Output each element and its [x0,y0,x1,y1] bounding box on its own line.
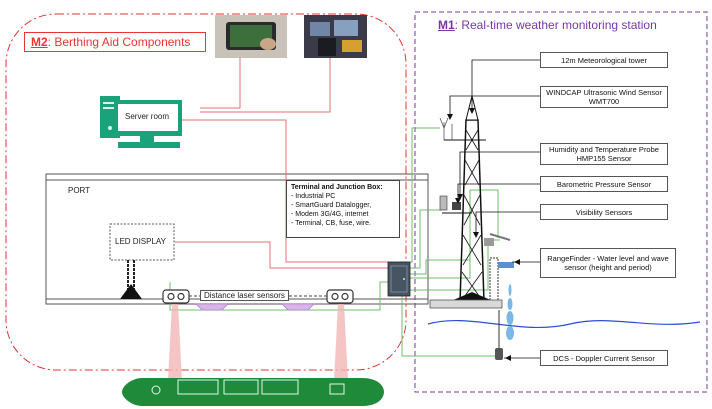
led-display-label: LED DISPLAY [115,237,166,246]
red-wires [175,58,390,300]
rangefinder-sensor [498,262,514,268]
terminal-box-title: Terminal and Junction Box: [291,184,383,191]
wind-sensor [439,117,453,140]
server-room-label: Server room [125,112,170,121]
terminal-box-item: - Modem 3G/4G, internet [291,211,369,218]
tower-label: 12m Meteorological tower [540,52,668,68]
dcs-label: DCS - Doppler Current Sensor [540,350,668,366]
server-room-computer [100,96,182,148]
port-frame [45,173,429,305]
humidity-probe [439,195,448,211]
wind-sensor-label: WINDCAP Ultrasonic Wind Sensor WMT700 [540,86,668,108]
port-label: PORT [68,186,91,195]
m2-region [5,13,407,371]
terminal-box-item: - Industrial PC [291,193,336,200]
laser-beam-right [334,304,348,380]
junction-cabinet [387,261,411,297]
water-surface [427,319,701,329]
m2-title-text: : Berthing Aid Components [47,35,191,49]
m2-tag: M2 [31,35,48,49]
control-room-photo [304,15,367,58]
humidity-label: Humidity and Temperature Probe HMP155 Se… [540,143,668,165]
station-platform [429,299,503,309]
laser-sensor-right [326,289,354,304]
laser-beam-left [168,304,182,380]
terminal-junction-box: Terminal and Junction Box: - Industrial … [286,180,400,238]
sonar-waves [506,284,514,340]
terminal-box-item: - SmartGuard Datalogger, [291,202,372,209]
visibility-label: Visibility Sensors [540,204,668,220]
doppler-current-sensor [495,348,503,360]
visibility-sensor [484,233,511,246]
rangefinder-pole [489,257,499,305]
m1-tag: M1 [438,18,455,32]
m1-title: M1: Real-time weather monitoring station [438,18,657,32]
m1-region [414,11,708,393]
led-display-structure [109,223,175,299]
rangefinder-label: RangeFinder - Water level and wave senso… [540,248,676,278]
pressure-sensor [452,202,461,210]
m2-title: M2: Berthing Aid Components [24,32,206,52]
distance-laser-label: Distance laser sensors [200,290,289,301]
met-tower [442,95,500,304]
laser-sensor-left [162,289,190,304]
terminal-box-item: - Terminal, CB, fuse, wire. [291,220,372,227]
tablet-photo [215,15,287,58]
ship [122,378,384,406]
baro-label: Barometric Pressure Sensor [540,176,668,192]
m1-title-text: : Real-time weather monitoring station [454,18,657,32]
